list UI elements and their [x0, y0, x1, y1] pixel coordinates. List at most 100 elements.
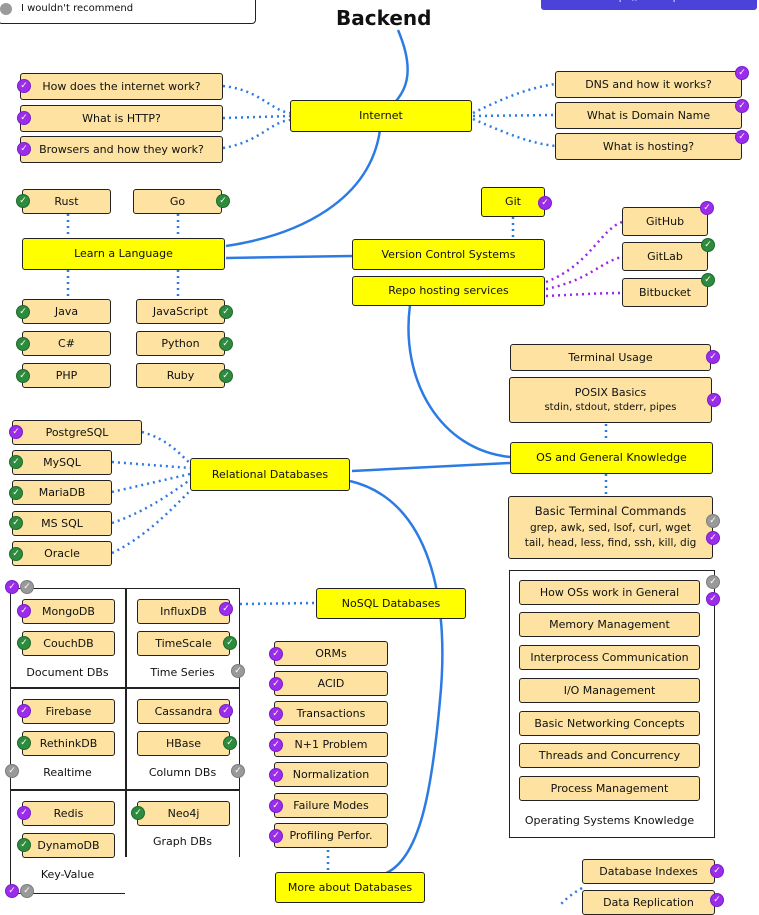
node-threads[interactable]: Threads and Concurrency: [519, 743, 700, 768]
node-rust[interactable]: Rust: [22, 189, 111, 214]
node-posix-basics[interactable]: POSIX Basics stdin, stdout, stderr, pipe…: [509, 377, 712, 423]
node-bitbucket[interactable]: Bitbucket: [622, 278, 708, 307]
check-purple-icon: ✓: [706, 531, 720, 545]
check-purple-icon: ✓: [538, 196, 552, 210]
node-io[interactable]: I/O Management: [519, 678, 700, 703]
node-mssql[interactable]: MS SQL: [12, 511, 112, 536]
check-purple-icon: ✓: [5, 884, 19, 898]
node-cassandra[interactable]: Cassandra: [137, 699, 230, 724]
node-ipc[interactable]: Interprocess Communication: [519, 645, 700, 670]
check-green-icon: ✓: [17, 736, 31, 750]
node-relational-databases[interactable]: Relational Databases: [190, 458, 350, 491]
node-vcs[interactable]: Version Control Systems: [352, 239, 545, 270]
node-os-work[interactable]: How OSs work in General: [519, 580, 700, 605]
node-java[interactable]: Java: [22, 299, 111, 324]
node-more-databases[interactable]: More about Databases: [275, 872, 425, 903]
node-gitlab[interactable]: GitLab: [622, 242, 708, 271]
grey-dot-icon: [0, 3, 12, 15]
node-database-indexes[interactable]: Database Indexes: [582, 859, 715, 884]
node-nosql-databases[interactable]: NoSQL Databases: [316, 588, 466, 619]
check-purple-icon: ✓: [710, 864, 724, 878]
node-javascript[interactable]: JavaScript: [136, 299, 225, 324]
btc-line-2: tail, head, less, find, ssh, kill, dig: [524, 537, 697, 550]
node-data-replication[interactable]: Data Replication: [582, 890, 715, 915]
node-memory[interactable]: Memory Management: [519, 612, 700, 637]
node-csharp[interactable]: C#: [22, 331, 111, 356]
node-python[interactable]: Python: [136, 331, 225, 356]
node-hosting[interactable]: What is hosting?: [555, 133, 742, 160]
node-php[interactable]: PHP: [22, 363, 111, 388]
node-git[interactable]: Git: [481, 187, 545, 217]
check-purple-icon: ✓: [17, 79, 31, 93]
check-purple-icon: ✓: [700, 201, 714, 215]
posix-subtitle: stdin, stdout, stderr, pipes: [544, 402, 677, 414]
node-transactions[interactable]: Transactions: [274, 701, 388, 726]
check-purple-icon: ✓: [17, 806, 31, 820]
check-green-icon: ✓: [223, 736, 237, 750]
check-green-icon: ✓: [216, 194, 230, 208]
check-purple-icon: ✓: [269, 799, 283, 813]
node-terminal-usage[interactable]: Terminal Usage: [510, 344, 711, 371]
check-purple-icon: ✓: [269, 738, 283, 752]
node-neo4j[interactable]: Neo4j: [137, 801, 230, 826]
check-grey-icon: ✓: [706, 575, 720, 589]
node-acid[interactable]: ACID: [274, 671, 388, 696]
check-green-icon: ✓: [16, 305, 30, 319]
node-browsers[interactable]: Browsers and how they work?: [20, 136, 223, 163]
node-os-general[interactable]: OS and General Knowledge: [510, 442, 713, 474]
check-grey-icon: ✓: [20, 580, 34, 594]
node-learn-language[interactable]: Learn a Language: [22, 238, 225, 270]
check-grey-icon: ✓: [5, 764, 19, 778]
check-green-icon: ✓: [219, 337, 233, 351]
node-networking[interactable]: Basic Networking Concepts: [519, 711, 700, 736]
node-what-http[interactable]: What is HTTP?: [20, 105, 223, 132]
node-redis[interactable]: Redis: [22, 801, 115, 826]
node-dns[interactable]: DNS and how it works?: [555, 71, 742, 98]
node-firebase[interactable]: Firebase: [22, 699, 115, 724]
node-rethinkdb[interactable]: RethinkDB: [22, 731, 115, 756]
node-repo-hosting[interactable]: Repo hosting services: [352, 276, 545, 306]
nosql-divider-vertical: [125, 588, 127, 858]
check-purple-icon: ✓: [219, 602, 233, 616]
node-process[interactable]: Process Management: [519, 776, 700, 801]
node-mysql[interactable]: MySQL: [12, 450, 112, 475]
node-influxdb[interactable]: InfluxDB: [137, 599, 230, 624]
check-grey-icon: ✓: [20, 884, 34, 898]
check-green-icon: ✓: [9, 486, 23, 500]
legend-label: I wouldn't recommend: [21, 3, 134, 14]
node-internet[interactable]: Internet: [290, 100, 472, 132]
check-purple-icon: ✓: [706, 350, 720, 364]
node-go[interactable]: Go: [133, 189, 222, 214]
node-normalization[interactable]: Normalization: [274, 762, 388, 787]
node-postgresql[interactable]: PostgreSQL: [12, 420, 142, 445]
node-n-plus-one[interactable]: N+1 Problem: [274, 732, 388, 757]
node-orms[interactable]: ORMs: [274, 641, 388, 666]
node-dynamodb[interactable]: DynamoDB: [22, 833, 115, 858]
document-dbs-label: Document DBs: [26, 666, 109, 679]
roadmap-link-button[interactable]: https://roadmap.sh: [541, 0, 757, 10]
check-purple-icon: ✓: [269, 647, 283, 661]
node-timescale[interactable]: TimeScale: [137, 631, 230, 656]
check-purple-icon: ✓: [9, 425, 23, 439]
node-domain-name[interactable]: What is Domain Name: [555, 102, 742, 129]
posix-title: POSIX Basics: [574, 385, 647, 399]
node-oracle[interactable]: Oracle: [12, 541, 112, 566]
node-couchdb[interactable]: CouchDB: [22, 631, 115, 656]
node-github[interactable]: GitHub: [622, 207, 708, 236]
time-series-label: Time Series: [150, 666, 215, 679]
check-green-icon: ✓: [17, 838, 31, 852]
node-profiling[interactable]: Profiling Perfor.: [274, 823, 388, 848]
check-green-icon: ✓: [219, 369, 233, 383]
node-basic-terminal-commands[interactable]: Basic Terminal Commands grep, awk, sed, …: [508, 496, 713, 559]
node-how-internet[interactable]: How does the internet work?: [20, 73, 223, 100]
node-failure-modes[interactable]: Failure Modes: [274, 793, 388, 818]
node-mongodb[interactable]: MongoDB: [22, 599, 115, 624]
check-purple-icon: ✓: [735, 99, 749, 113]
check-purple-icon: ✓: [735, 66, 749, 80]
nosql-divider-2: [10, 789, 240, 791]
node-ruby[interactable]: Ruby: [136, 363, 225, 388]
legend-box: I wouldn't recommend: [0, 0, 256, 24]
node-mariadb[interactable]: MariaDB: [12, 480, 112, 505]
check-green-icon: ✓: [17, 636, 31, 650]
node-hbase[interactable]: HBase: [137, 731, 230, 756]
